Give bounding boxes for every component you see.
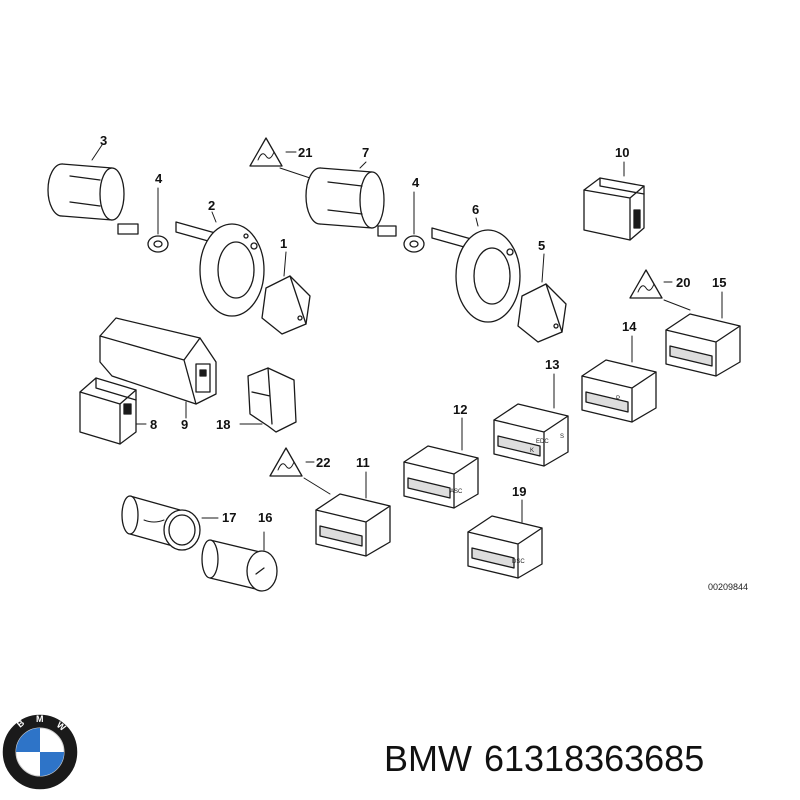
callout-1: 1 [280, 236, 287, 251]
part-12-asc-switch [403, 417, 479, 509]
edc-label: EDC [536, 439, 549, 445]
part-19-dsc-switch [467, 499, 543, 579]
callout-labels: 3 4 2 1 21 7 4 6 5 10 20 15 14 13 12 11 … [100, 133, 726, 525]
asc-label: ASC [450, 489, 463, 495]
warning-triangle-20 [629, 269, 691, 311]
part-3-motor [47, 144, 139, 235]
callout-7: 7 [362, 145, 369, 160]
callout-21: 21 [298, 145, 312, 160]
part-16-lighter [201, 531, 278, 592]
callout-3: 3 [100, 133, 107, 148]
callout-5: 5 [538, 238, 545, 253]
part-13-edc-switch [493, 373, 569, 467]
svg-text:B: B [15, 717, 27, 729]
callout-13: 13 [545, 357, 559, 372]
part-4-washer-2 [403, 191, 425, 253]
callout-11: 11 [356, 455, 370, 470]
callout-12: 12 [453, 402, 467, 417]
part-5-knob [517, 253, 567, 343]
part-1-knob [261, 251, 311, 335]
callout-6: 6 [472, 202, 479, 217]
p-label: P [616, 396, 620, 402]
part-2-dial-ring [175, 211, 265, 317]
warning-triangle-21 [249, 137, 311, 179]
part-9-switch-housing [99, 317, 217, 419]
svg-text:M: M [36, 714, 44, 724]
callout-15: 15 [712, 275, 726, 290]
part-8-switch [79, 377, 147, 445]
callout-8: 8 [150, 417, 157, 432]
part-7-motor [305, 161, 397, 237]
callout-17: 17 [222, 510, 236, 525]
reference-number: 00209844 [708, 582, 748, 592]
footer-part-info: BMW 61318363685 [384, 738, 716, 780]
callout-14: 14 [622, 319, 637, 334]
footer-part-number: 61318363685 [483, 738, 705, 779]
callout-9: 9 [181, 417, 188, 432]
part-18-clip [239, 367, 297, 433]
part-10-switch [583, 161, 645, 241]
part-11-switch-module [315, 471, 391, 557]
s-label: S [560, 434, 564, 440]
button-labels: ASC DSC EDC K S P [450, 396, 620, 565]
part-4-washer [147, 187, 169, 253]
callout-4: 4 [155, 171, 163, 186]
footer-brand: BMW [384, 738, 472, 779]
callout-16: 16 [258, 510, 272, 525]
callout-20: 20 [676, 275, 690, 290]
bmw-logo [1, 713, 79, 791]
callout-4b: 4 [412, 175, 420, 190]
part-17-socket [121, 495, 219, 551]
callout-18: 18 [216, 417, 230, 432]
callout-10: 10 [615, 145, 629, 160]
k-label: K [530, 448, 534, 454]
part-14-switch-module [581, 335, 657, 423]
part-15-switch-module [665, 291, 741, 377]
callout-2: 2 [208, 198, 215, 213]
callout-19: 19 [512, 484, 526, 499]
dsc-label: DSC [512, 559, 525, 565]
part-6-dial-ring [431, 217, 521, 323]
warning-triangle-22 [269, 447, 331, 495]
callout-22: 22 [316, 455, 330, 470]
